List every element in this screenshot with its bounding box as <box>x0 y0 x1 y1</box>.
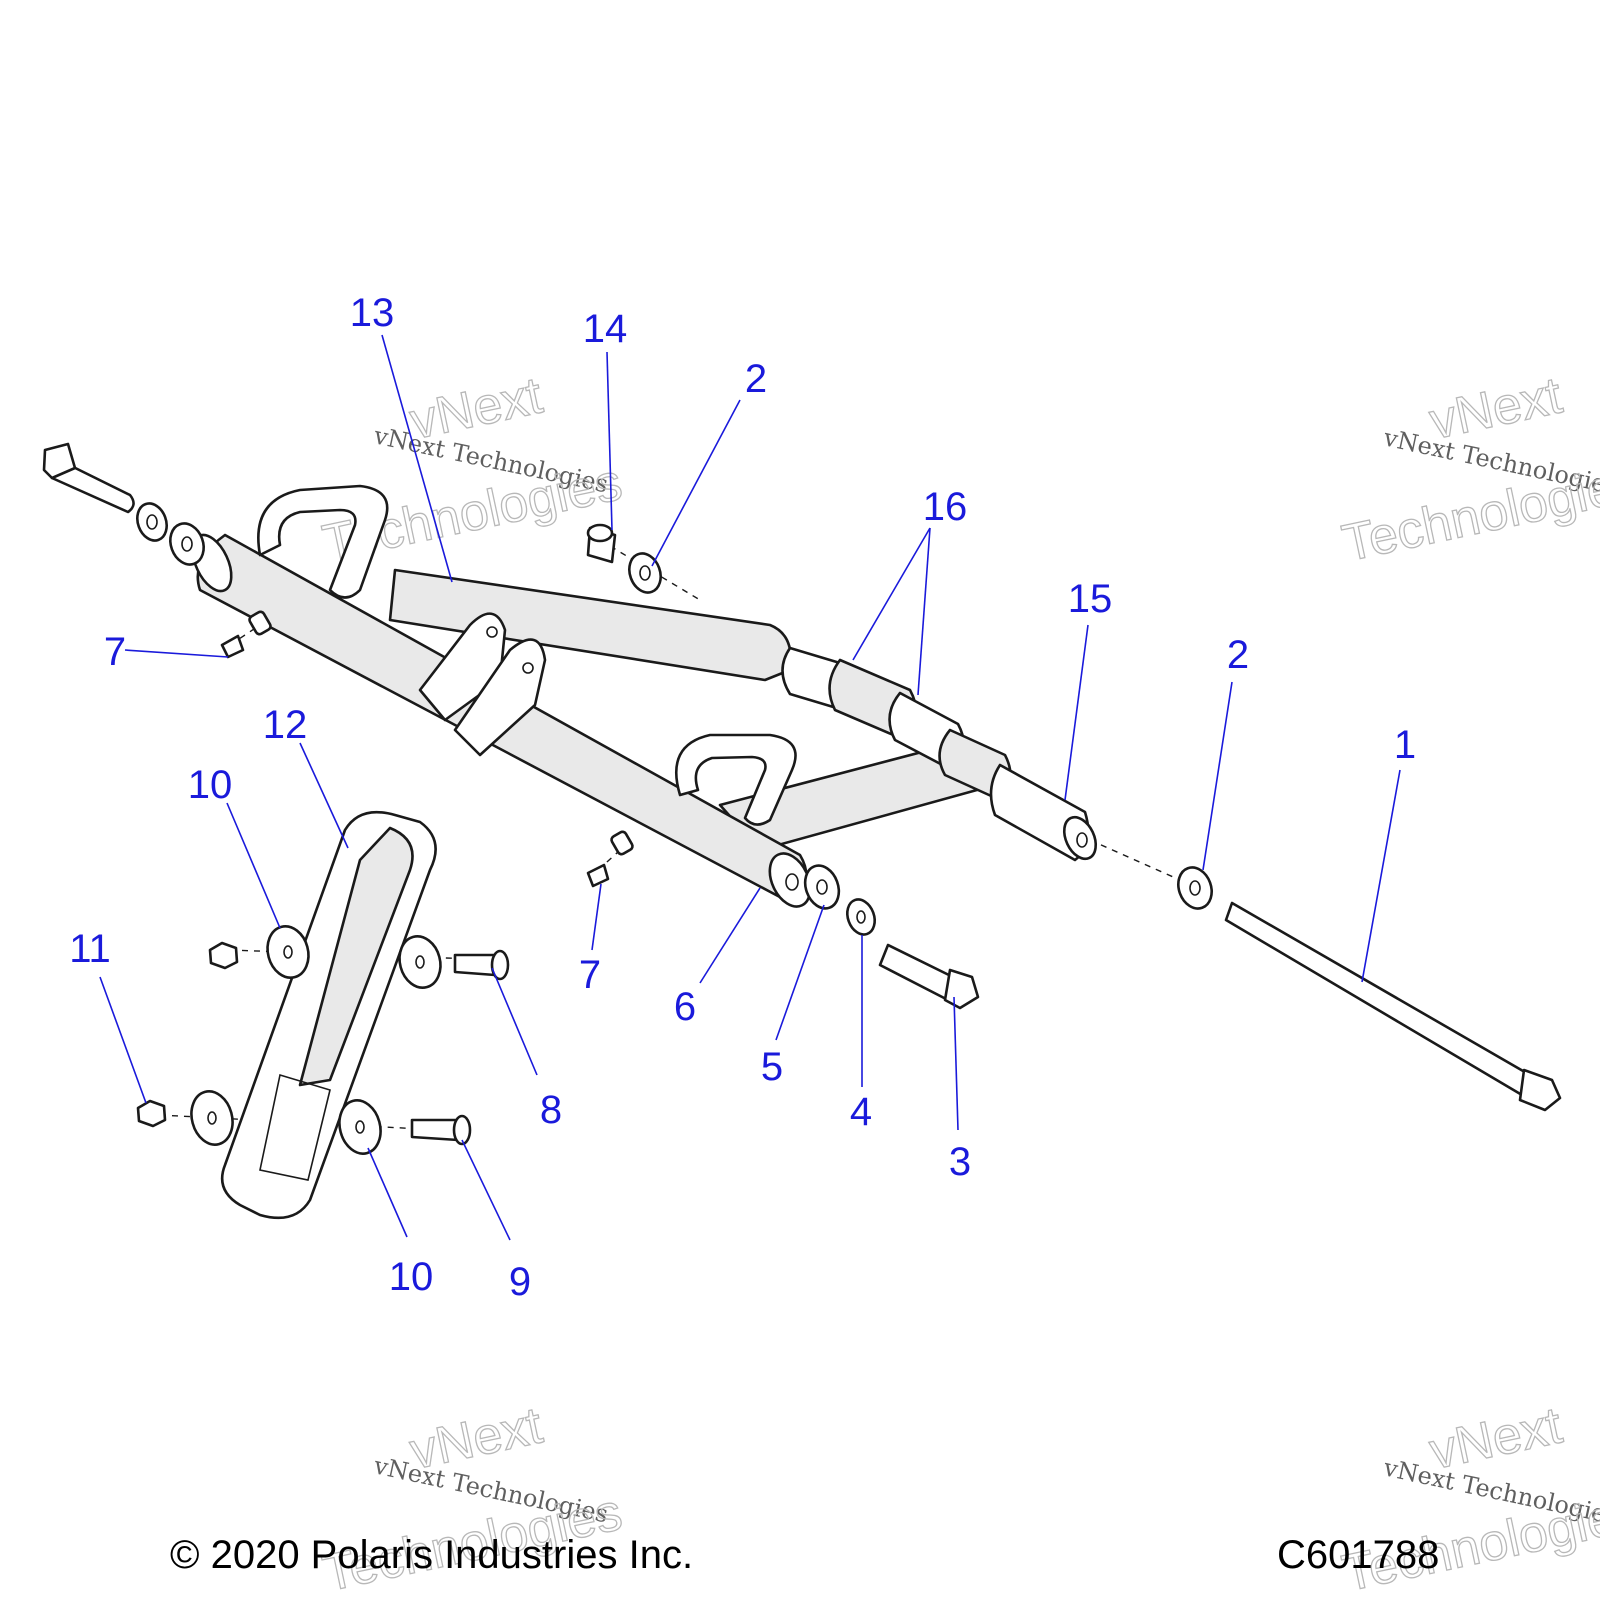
callout-2-lower: 2 <box>1227 633 1249 677</box>
handle-loop-lower <box>675 733 797 826</box>
torque-strap-12 <box>220 810 437 1220</box>
callout-8: 8 <box>540 1088 562 1132</box>
callout-7-front: 7 <box>579 953 601 997</box>
grease-fitting-7 <box>586 863 610 888</box>
swing-arm-frame <box>191 484 1098 908</box>
handle-loop-upper <box>257 484 389 599</box>
watermark-top-right: vNext Technologies vNext Technologies <box>1337 366 1600 574</box>
bolt-9 <box>410 1114 472 1146</box>
callout-14: 14 <box>583 307 628 351</box>
washer-10-lower-right <box>338 1099 382 1155</box>
callout-3: 3 <box>949 1140 971 1184</box>
leader-lines <box>99 334 1401 1241</box>
bolt-8 <box>453 949 510 981</box>
washer-4 <box>846 898 876 936</box>
callout-9: 9 <box>509 1260 531 1304</box>
callout-10-lower: 10 <box>389 1255 434 1299</box>
bolt-3 <box>878 943 980 1010</box>
nut-upper <box>208 941 239 970</box>
callout-4: 4 <box>850 1090 872 1134</box>
watermark-big-text: vNext <box>405 1396 548 1480</box>
callout-11: 11 <box>69 927 111 971</box>
callout-1: 1 <box>1394 723 1416 767</box>
callout-10-upper: 10 <box>188 763 233 807</box>
copyright-notice: © 2020 Polaris Industries Inc. <box>170 1533 693 1577</box>
callout-16: 16 <box>923 485 968 529</box>
callout-2-upper: 2 <box>745 357 767 401</box>
watermark-big-text: vNext <box>1425 366 1568 450</box>
watermark-big-text: vNext <box>405 366 548 450</box>
callout-7-rear: 7 <box>104 630 126 674</box>
washer-10-upper <box>266 925 310 979</box>
callout-13: 13 <box>350 291 395 335</box>
washer-10-upper-right <box>398 935 442 989</box>
washer-2-lower <box>1177 866 1213 910</box>
drawing-number: C601788 <box>1277 1533 1439 1577</box>
washer-5 <box>803 864 841 910</box>
nut-11 <box>136 1099 167 1128</box>
watermark-big-text: vNext <box>1425 1396 1568 1480</box>
rear-bolt <box>42 442 135 514</box>
washer-2-upper <box>628 552 662 594</box>
washer-10-lower <box>190 1090 234 1146</box>
washer <box>169 522 205 566</box>
callouts: 13 14 2 16 15 2 1 7 12 10 11 7 6 5 4 3 8… <box>69 291 1416 1304</box>
washer <box>136 502 168 542</box>
pivot-bolt-1 <box>1224 901 1562 1112</box>
callout-6: 6 <box>674 985 696 1029</box>
watermark-big-text: Technologies <box>1337 453 1600 573</box>
callout-15: 15 <box>1068 577 1113 621</box>
callout-12: 12 <box>263 703 308 747</box>
grease-fitting-7 <box>220 634 245 659</box>
callout-5: 5 <box>761 1045 783 1089</box>
